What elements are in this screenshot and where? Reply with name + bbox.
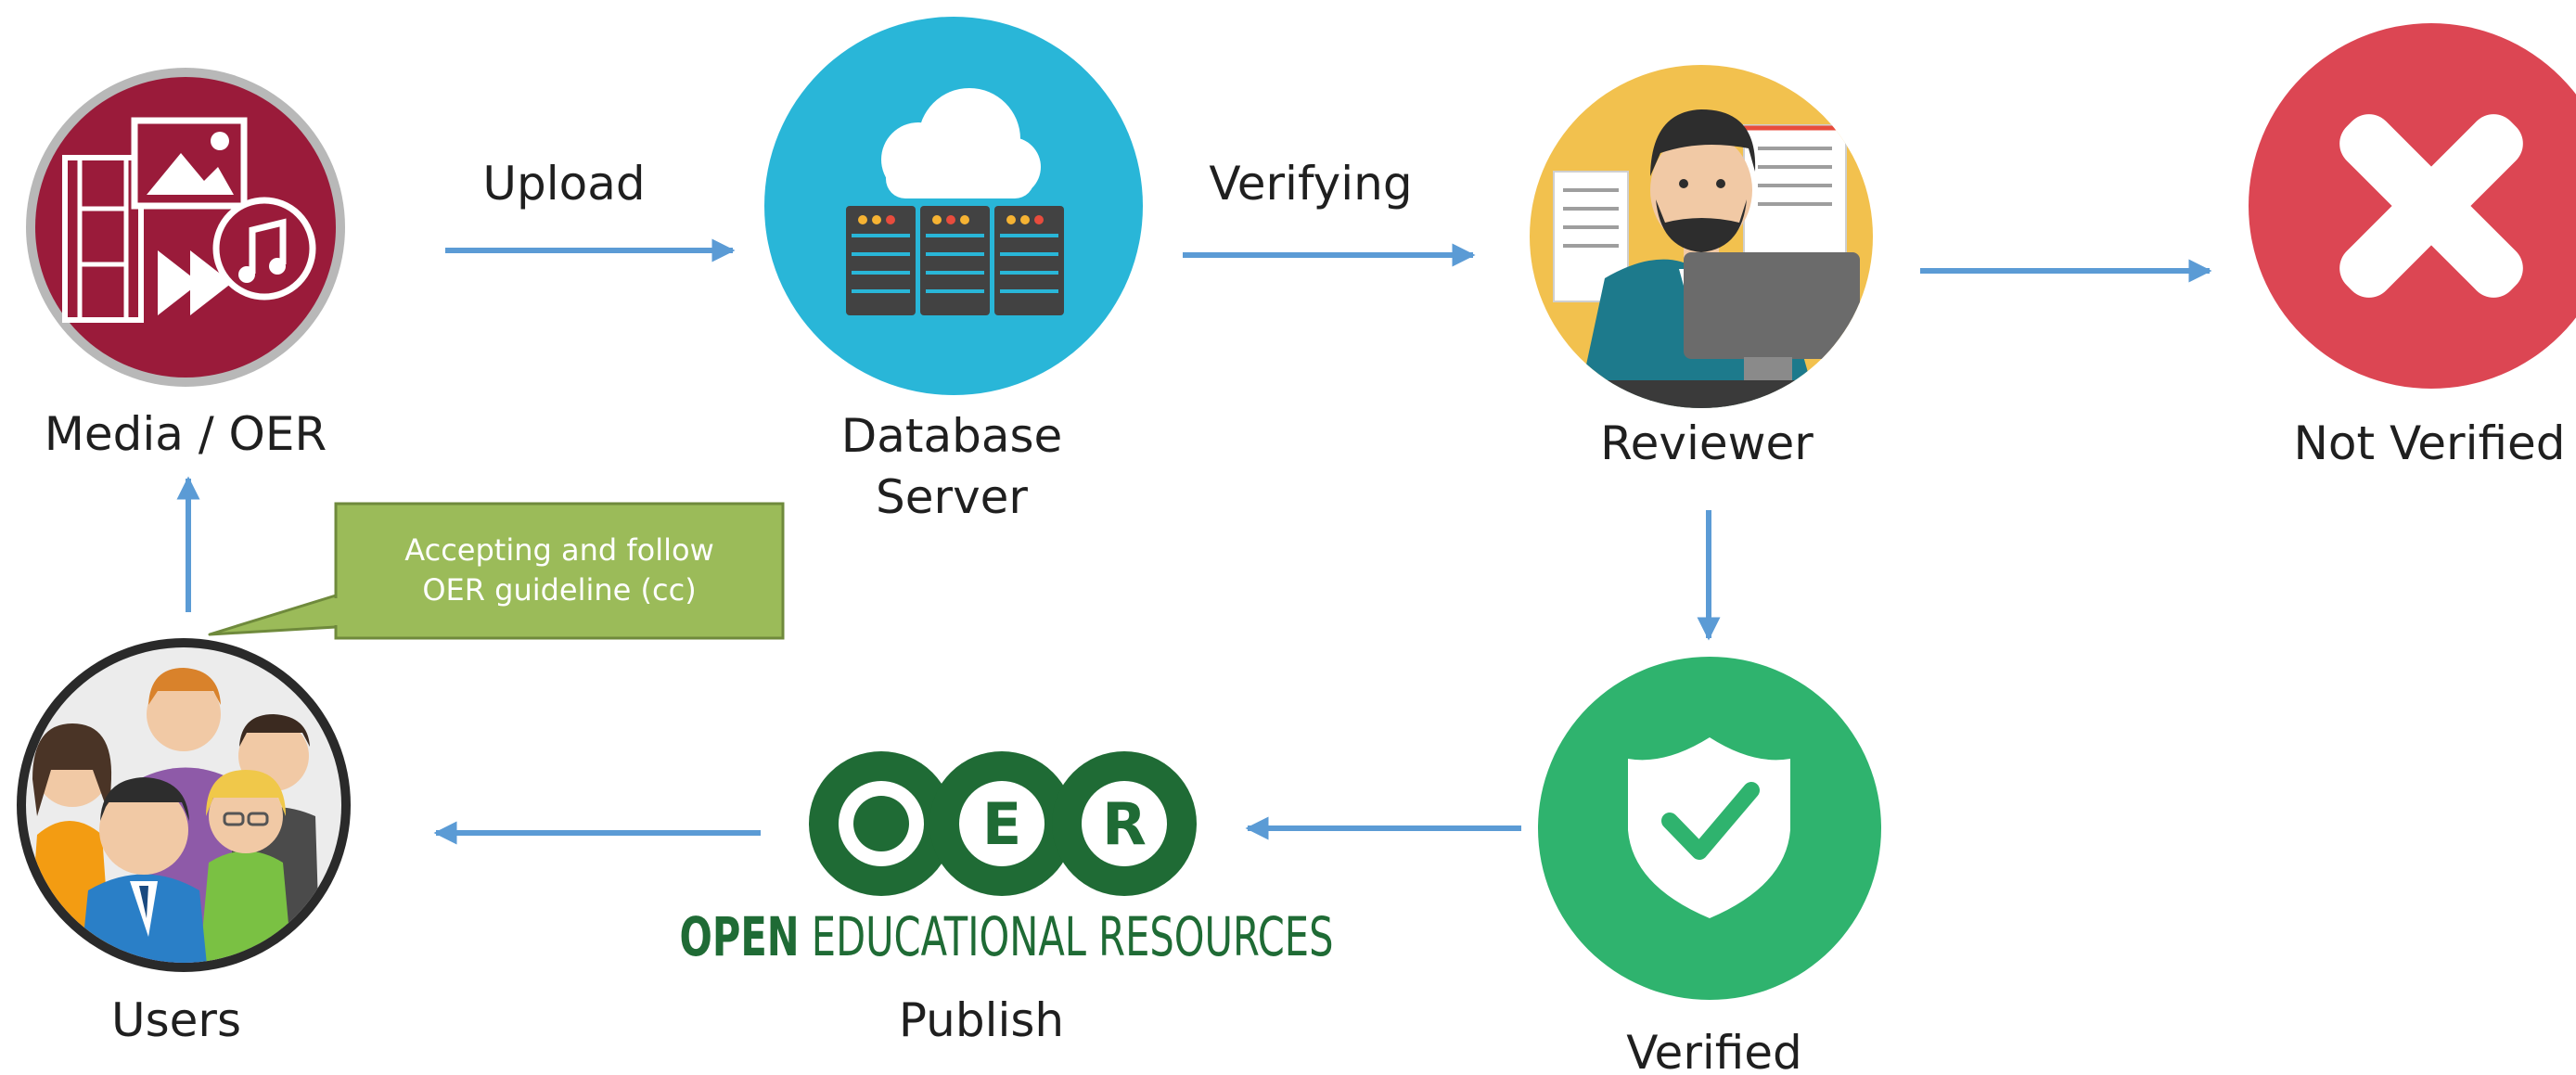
edge-label-upload: Upload xyxy=(482,157,645,211)
server-rack-icon xyxy=(846,206,1064,315)
media-oer-circle xyxy=(35,77,336,378)
verified-node: Verified xyxy=(1538,657,1881,1075)
media-oer-node: Media / OER xyxy=(26,68,345,461)
x-mark-icon xyxy=(2339,114,2523,298)
shield-check-icon xyxy=(1628,737,1790,918)
users-node: Users xyxy=(17,638,351,1047)
oer-logo-word-open: OPEN xyxy=(680,905,800,968)
oer-logo-letter-e: E xyxy=(982,790,1021,858)
users-label: Users xyxy=(111,993,241,1047)
media-oer-label: Media / OER xyxy=(45,407,327,461)
reviewer-label: Reviewer xyxy=(1600,416,1813,470)
callout-box xyxy=(334,502,785,640)
database-server-node: Database Server xyxy=(764,17,1143,524)
database-server-label-line1: Database xyxy=(841,409,1063,463)
guideline-callout: Accepting and follow OER guideline (cc) xyxy=(208,502,785,640)
oer-logo-wordmark: OPEN EDUCATIONAL RESOURCES xyxy=(680,905,1334,968)
media-files-icon xyxy=(62,117,316,323)
callout-pointer xyxy=(208,594,338,636)
reviewer-node: Reviewer xyxy=(1530,65,1873,470)
not-verified-node: Not Verified xyxy=(2249,23,2576,470)
verified-label: Verified xyxy=(1626,1026,1802,1075)
users-group-icon xyxy=(28,668,320,963)
oer-logo-word-rest: EDUCATIONAL RESOURCES xyxy=(812,905,1334,968)
oer-logo: E R OPEN EDUCATIONAL RESOURCES Publish xyxy=(680,751,1334,1047)
not-verified-label: Not Verified xyxy=(2293,416,2565,470)
reviewer-avatar-icon xyxy=(1530,109,1873,408)
cloud-icon xyxy=(881,88,1041,198)
callout-text-line2: OER guideline (cc) xyxy=(422,572,696,608)
database-server-label-line2: Server xyxy=(876,470,1028,524)
edge-label-verifying: Verifying xyxy=(1209,157,1412,211)
publish-label: Publish xyxy=(899,993,1064,1047)
oer-logo-letter-r: R xyxy=(1102,790,1147,858)
callout-text-line1: Accepting and follow xyxy=(404,532,713,568)
